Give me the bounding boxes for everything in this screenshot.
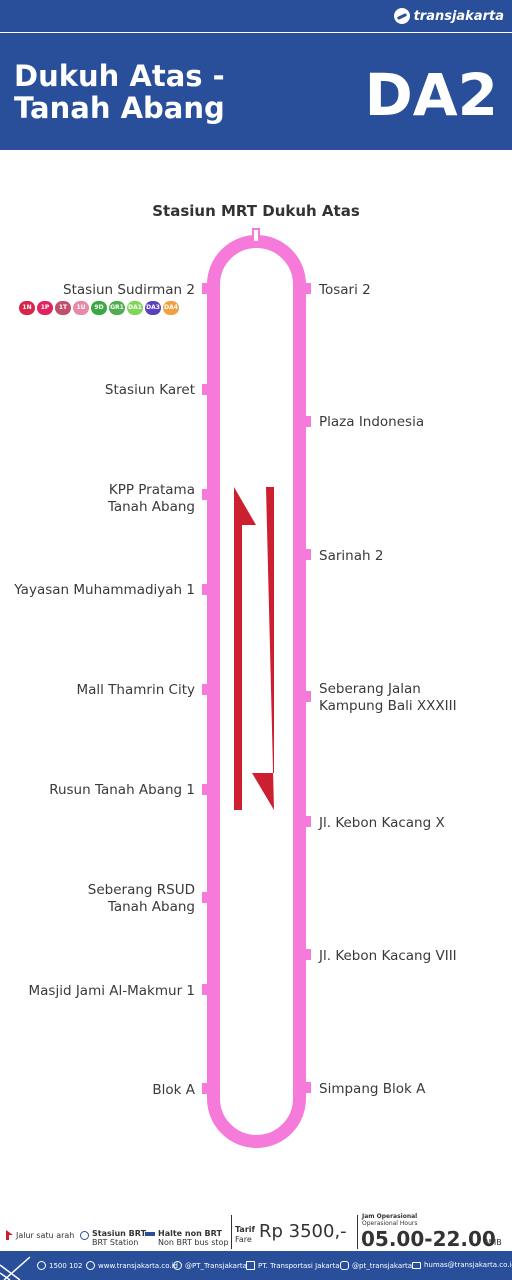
legend-divider [231, 1215, 232, 1249]
transfer-badge: 1N [19, 301, 35, 315]
hours-label: Jam Operasional [362, 1213, 418, 1220]
corner-stripes-icon [0, 1256, 31, 1280]
twitter-icon [173, 1261, 182, 1270]
hours-value: 05.00-22.00 [361, 1227, 496, 1251]
stop-marker [303, 416, 311, 427]
tarif-label: Tarif [235, 1225, 255, 1234]
route-code: DA2 [364, 61, 498, 129]
contact-phone[interactable]: 1500 102 [37, 1261, 82, 1270]
non-brt-stop-icon [145, 1232, 155, 1236]
header-divider [0, 32, 512, 33]
up-arrow-icon [234, 487, 256, 810]
route-name-line2: Tanah Abang [14, 91, 225, 125]
terminal-station: Stasiun MRT Dukuh Atas [152, 202, 360, 220]
contact-email[interactable]: humas@transjakarta.co.id [412, 1261, 512, 1269]
non-brt-label: Halte non BRT [158, 1229, 222, 1238]
stop-marker [202, 684, 210, 695]
direction-arrows [234, 487, 274, 810]
legend-non-brt: Halte non BRT Non BRT bus stop [145, 1229, 229, 1247]
route-loop [207, 235, 306, 1148]
facebook-icon [246, 1261, 255, 1270]
phone-icon [37, 1261, 46, 1270]
contact-instagram[interactable]: @pt_transjakarta [340, 1261, 412, 1270]
hours-label-en: Operasional Hours [362, 1220, 418, 1227]
stop-label-right: Jl. Kebon Kacang X [319, 815, 445, 831]
hours-unit: WIB [486, 1238, 502, 1247]
stop-label-right: Simpang Blok A [319, 1081, 426, 1097]
transjakarta-logo-icon [393, 8, 410, 24]
stop-marker [202, 784, 210, 795]
terminal-marker [252, 228, 260, 243]
transfer-badge: 1U [73, 301, 89, 315]
stop-label-line2: Tanah Abang [107, 899, 195, 915]
stop-label-left: Masjid Jami Al-Makmur 1 [28, 983, 196, 999]
contact-web[interactable]: www.transjakarta.co.id [86, 1261, 178, 1270]
down-arrow-icon [252, 487, 274, 810]
legend: Jalur satu arah Stasiun BRT BRT Station … [0, 1213, 512, 1251]
route-name: Dukuh Atas - Tanah Abang [14, 60, 225, 124]
stop-marker [202, 892, 210, 903]
stop-label-left: Rusun Tanah Abang 1 [49, 782, 195, 798]
stop-marker [202, 1083, 210, 1094]
stop-label-left: Seberang RSUD Tanah Abang [88, 882, 195, 916]
stop-label-line2: Kampung Bali XXXIII [319, 698, 457, 714]
stop-marker [202, 489, 210, 500]
stop-label-left: Stasiun Karet [104, 382, 195, 398]
stop-marker [303, 283, 311, 294]
instagram-icon [340, 1261, 349, 1270]
stop-label-line2: Tanah Abang [107, 499, 195, 515]
stop-marker [202, 584, 210, 595]
hours-labels: Jam Operasional Operasional Hours [362, 1213, 417, 1227]
brt-station-label-en: BRT Station [92, 1238, 139, 1247]
transfer-badge: GR1 [109, 301, 125, 315]
stop-label-right: Jl. Kebon Kacang VIII [319, 948, 457, 964]
stop-marker [303, 816, 311, 827]
stop-label-line1: KPP Pratama [108, 482, 195, 498]
brt-station-icon [80, 1231, 89, 1240]
non-brt-label-en: Non BRT bus stop [158, 1238, 229, 1247]
stop-label-right: Seberang Jalan Kampung Bali XXXIII [319, 681, 457, 715]
stop-marker [202, 384, 210, 395]
route-header: transjakarta Dukuh Atas - Tanah Abang DA… [0, 0, 512, 150]
stop-label-left: Stasiun Sudirman 2 [63, 282, 195, 298]
stop-label-left: Blok A [152, 1082, 195, 1098]
stop-label-right: Tosari 2 [319, 282, 371, 298]
transfer-badge: 9D [91, 301, 107, 315]
legend-tarif: Tarif Fare [235, 1225, 255, 1245]
stop-label-line1: Seberang Jalan [319, 681, 421, 697]
stop-marker [303, 1082, 311, 1093]
brand-name: transjakarta [413, 8, 504, 24]
legend-divider [357, 1215, 358, 1249]
stop-label-left: Yayasan Muhammadiyah 1 [14, 582, 195, 598]
stop-label-left: Mall Thamrin City [76, 682, 195, 698]
brt-station-label: Stasiun BRT [92, 1229, 147, 1238]
stop-marker [303, 949, 311, 960]
fare-label: Fare [235, 1235, 252, 1244]
legend-brt-station: Stasiun BRT BRT Station [80, 1229, 146, 1247]
stop-label-right: Sarinah 2 [319, 548, 384, 564]
stop-marker [202, 283, 210, 294]
globe-icon [86, 1261, 95, 1270]
contact-twitter[interactable]: @PT_Transjakarta [173, 1261, 247, 1270]
legend-one-way: Jalur satu arah [6, 1230, 74, 1240]
stop-label-left: KPP Pratama Tanah Abang [108, 482, 195, 516]
transfer-badge: DA1 [127, 301, 143, 315]
transfer-badge: DA3 [145, 301, 161, 315]
transfer-badge: DA4 [163, 301, 179, 315]
mail-icon [412, 1261, 421, 1269]
fare-value: Rp 3500,- [259, 1221, 347, 1242]
route-name-line1: Dukuh Atas - [14, 59, 225, 93]
stop-marker [202, 984, 210, 995]
stop-label-line1: Seberang RSUD [87, 882, 195, 898]
stop-label-right: Plaza Indonesia [319, 414, 425, 430]
transjakarta-brand: transjakarta [393, 8, 504, 24]
transfer-badges: 1N 1P 1T 1U 9D GR1 DA1 DA3 DA4 [19, 301, 179, 315]
stop-marker [303, 691, 311, 702]
contact-facebook[interactable]: PT. Transportasi Jakarta [246, 1261, 340, 1270]
transfer-badge: 1P [37, 301, 53, 315]
contact-bar: 1500 102 www.transjakarta.co.id @PT_Tran… [0, 1251, 512, 1280]
transfer-badge: 1T [55, 301, 71, 315]
stop-marker [303, 549, 311, 560]
one-way-arrow-icon [6, 1230, 13, 1240]
